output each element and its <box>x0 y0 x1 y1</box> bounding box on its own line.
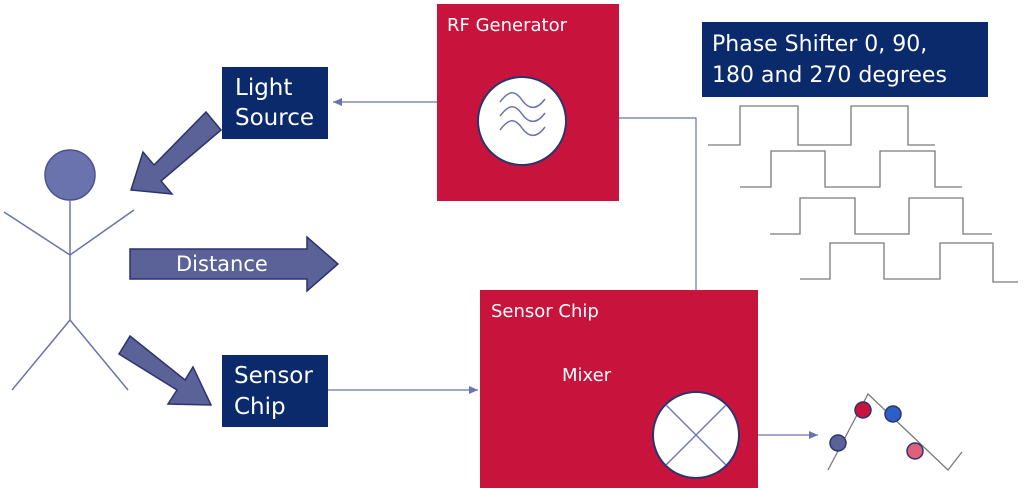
figure-head <box>44 149 96 201</box>
mixer-label: Mixer <box>562 365 612 386</box>
sample-point-4 <box>906 442 924 460</box>
square-wave-180 <box>770 197 992 235</box>
figure-left-arm <box>3 211 71 256</box>
output-wave-line <box>827 392 963 471</box>
light-source-label-line1: Light <box>235 75 293 101</box>
distance-label: Distance <box>176 252 268 276</box>
figure-left-leg <box>11 319 71 391</box>
mixer-icon <box>652 391 740 479</box>
rf-generator-title: RF Generator <box>447 15 567 36</box>
sensor-chip-box-title: Sensor Chip <box>491 301 599 322</box>
person-to-sensor-arrow <box>117 334 213 406</box>
phase-shifter-label-line2: 180 and 270 degrees <box>712 63 947 88</box>
figure-right-leg <box>69 319 129 391</box>
sample-point-3 <box>884 405 902 423</box>
distance-arrow <box>129 235 340 293</box>
phase-shifter-label-line1: Phase Shifter 0, 90, <box>712 32 928 57</box>
light-to-person-arrow <box>130 110 223 195</box>
sample-point-2 <box>854 401 872 419</box>
phase-shifter-box: Phase Shifter 0, 90, 180 and 270 degrees <box>702 22 988 97</box>
sensor-chip-box: Sensor Chip Mixer <box>480 290 758 488</box>
sensor-chip-label-line2: Chip <box>234 394 286 420</box>
square-wave-90 <box>740 150 962 188</box>
rf-generator-box: RF Generator <box>437 4 619 201</box>
light-source-box: Light Source <box>222 67 328 139</box>
sample-point-1 <box>829 434 847 452</box>
square-wave-270 <box>800 242 1018 283</box>
sensor-chip-label-line1: Sensor <box>234 363 313 389</box>
square-wave-0 <box>708 105 935 146</box>
phase-square-waves <box>708 105 1018 283</box>
output-waveform <box>827 392 963 471</box>
sensor-chip-small-box: Sensor Chip <box>222 355 328 427</box>
light-source-label-line2: Source <box>235 105 314 131</box>
stick-figure <box>3 149 135 391</box>
figure-right-arm <box>69 209 135 256</box>
oscillator-icon <box>477 76 567 166</box>
